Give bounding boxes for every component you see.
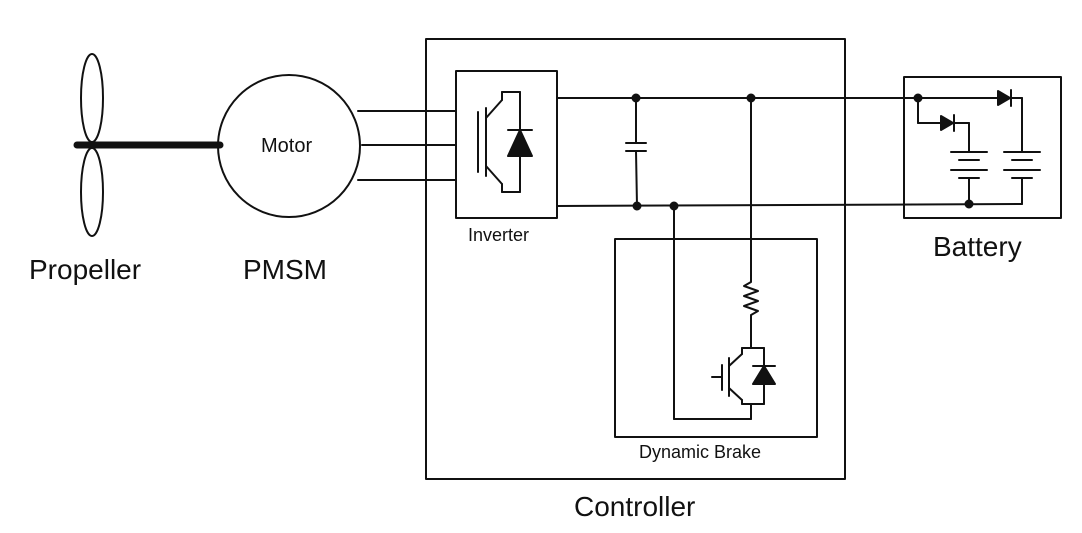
dynamic-brake-box	[614, 238, 818, 438]
phase-lines	[357, 110, 457, 181]
dynamic-brake-label: Dynamic Brake	[639, 442, 762, 462]
battery-cell-icon	[950, 151, 988, 205]
battery-cell-icon	[1003, 151, 1041, 205]
propeller-label: Propeller	[29, 254, 142, 285]
battery-box	[903, 76, 1062, 219]
motor-label: Motor	[261, 135, 313, 157]
inverter-box	[455, 70, 558, 219]
inverter-igbt-icon	[477, 91, 533, 193]
pmsm-label: PMSM	[243, 254, 327, 285]
controller-label: Controller	[574, 491, 696, 522]
capacitor-icon	[625, 97, 647, 207]
battery-label: Battery	[933, 231, 1022, 262]
motor-icon	[217, 74, 361, 218]
resistor-icon	[743, 275, 759, 349]
inverter-label: Inverter	[468, 225, 530, 245]
controller-box	[425, 38, 846, 480]
propeller-icon	[73, 53, 224, 237]
battery-circuit	[917, 89, 1023, 153]
brake-igbt-icon	[711, 347, 776, 420]
brake-wiring	[673, 97, 759, 420]
